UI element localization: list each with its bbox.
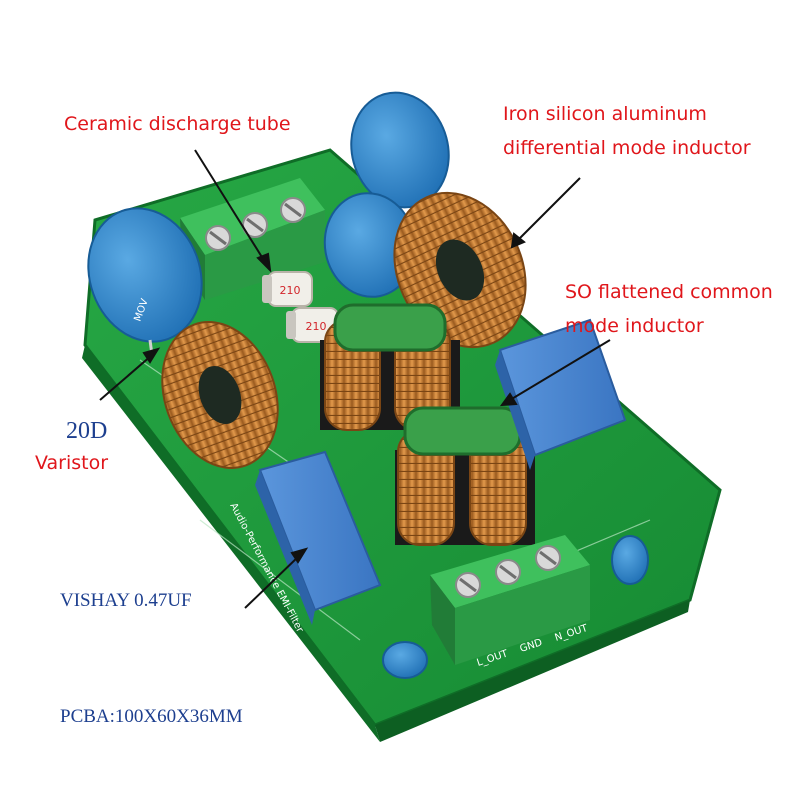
callout-so-inductor-line2: mode inductor <box>565 315 704 337</box>
callout-arrow <box>244 554 301 609</box>
callout-iron-inductor-line1: Iron silicon aluminum <box>503 103 707 125</box>
callout-iron-inductor-line2: differential mode inductor <box>503 137 751 159</box>
callout-arrow <box>99 354 153 401</box>
common-mode-inductor <box>320 303 460 431</box>
callout-varistor-label: Varistor <box>35 452 109 474</box>
callout-so-inductor-line1: SO flattened common <box>565 281 773 303</box>
callout-capacitor: VISHAY 0.47UF <box>60 590 192 611</box>
x2-capacitor <box>255 450 382 625</box>
common-mode-inductor <box>395 406 535 546</box>
tube-marking: 210 <box>306 320 327 333</box>
y-capacitor <box>382 641 428 679</box>
callout-arrow <box>194 149 266 263</box>
varistor-disc <box>87 207 203 356</box>
x2-capacitor <box>495 318 627 470</box>
y-capacitor <box>611 535 649 585</box>
callout-arrow <box>517 177 581 241</box>
output-terminal-block <box>430 535 590 665</box>
pcba-dimensions: PCBA:100X60X36MM <box>60 706 243 727</box>
differential-mode-inductor-toroid <box>161 321 279 469</box>
callout-ceramic-discharge-tube: Ceramic discharge tube <box>64 113 291 135</box>
callout-varistor-value: 20D <box>66 418 108 444</box>
tube-marking: 210 <box>280 284 301 297</box>
callout-arrow <box>509 339 611 401</box>
